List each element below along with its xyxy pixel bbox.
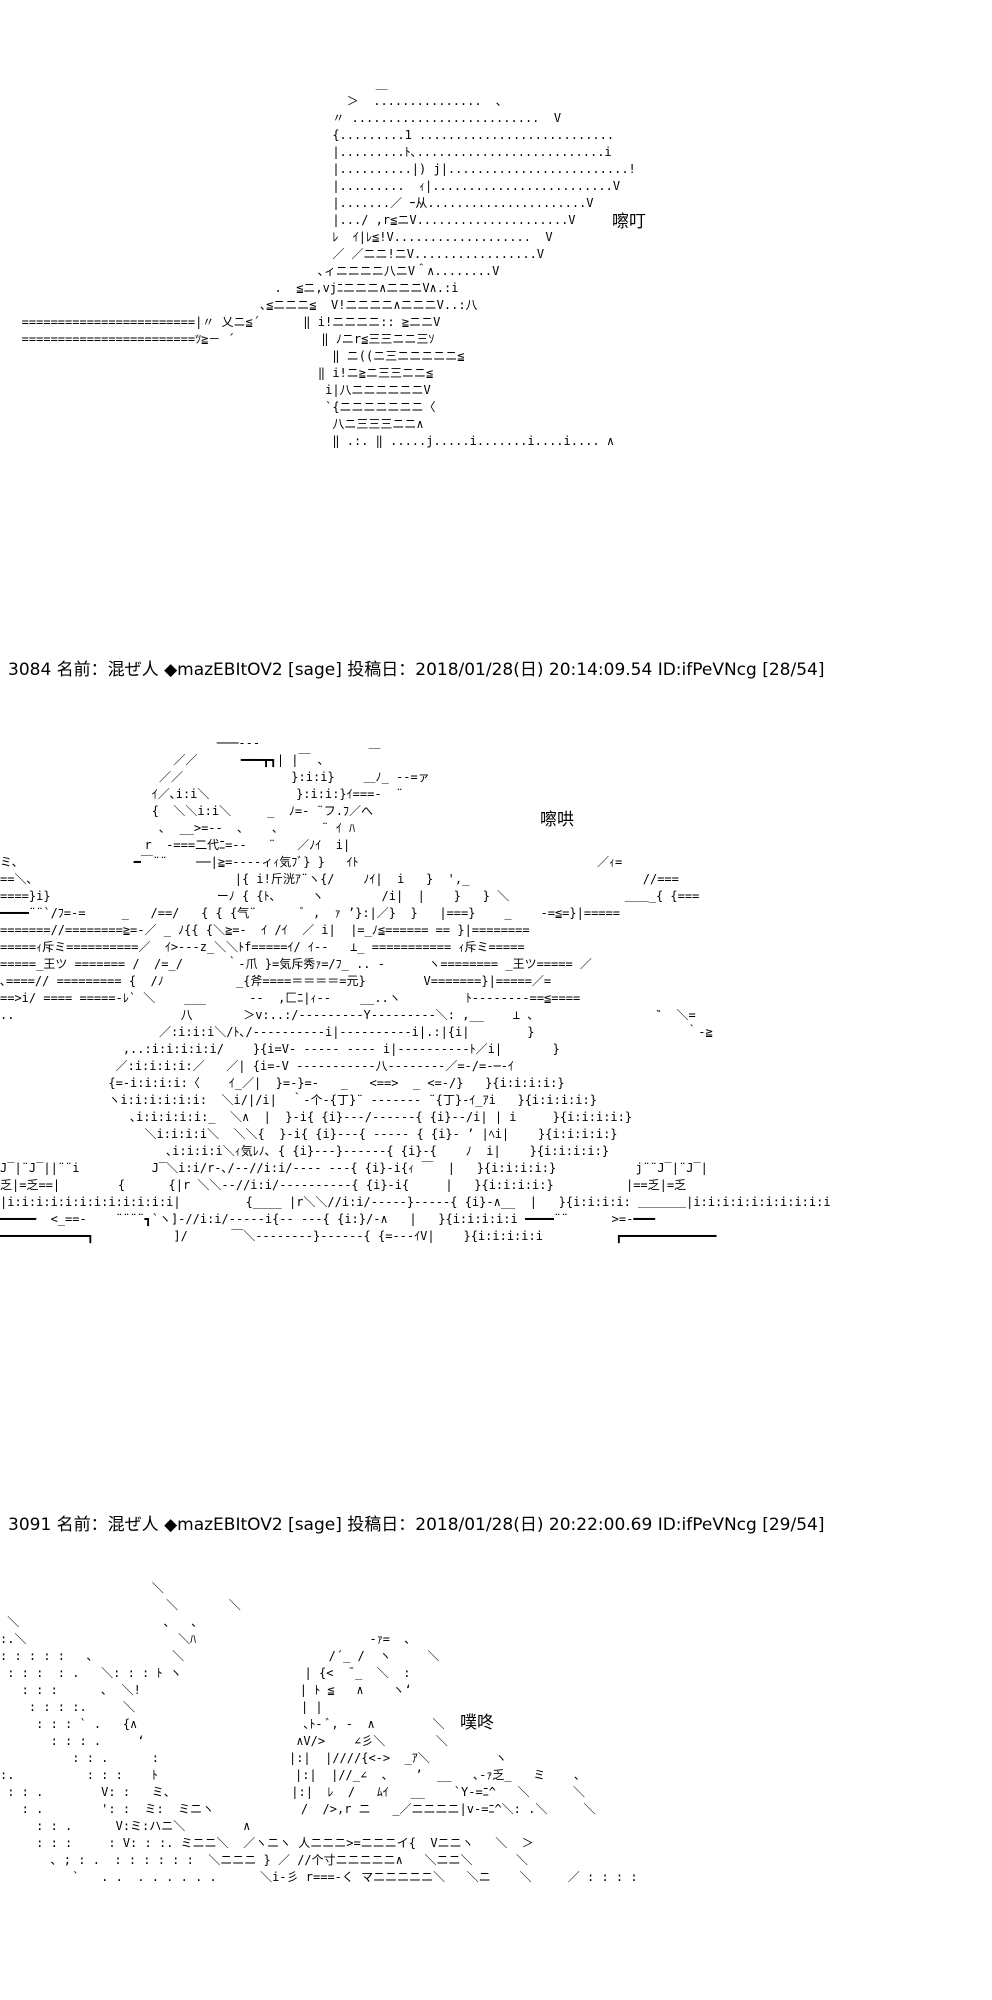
sound-effect-text: 噗咚 — [460, 1713, 494, 1733]
post-header: 3084 名前：混ぜ人 ◆mazEBItOV2 [sage] 投稿日：2018/… — [8, 660, 825, 680]
ascii-art-body: ＼ ＼ ＼ ＼ ､ ､ :.＼ ＼ﾊ ‐ｧ= ､ : : : : : ､ ＼ /… — [0, 1581, 638, 1884]
ascii-art-body: ───‐‐‐ ＿ ／／ ━━━┳┓| |￣ ､ ／／ }:i:i} ＿ﾉ_ ‐‐… — [0, 736, 831, 1243]
ascii-art-body: ＿ ＞ ............... ､ 〃 ................… — [21, 77, 636, 448]
sound-effect-text: 嚓哄 — [540, 810, 574, 830]
ascii-art-post-2: ───‐‐‐ ＿ ／／ ━━━┳┓| |￣ ､ ／／ }:i:i} ＿ﾉ_ ‐‐… — [0, 735, 992, 1485]
ascii-art-post-3: ＼ ＼ ＼ ＼ ､ ､ :.＼ ＼ﾊ ‐ｧ= ､ : : : : : ､ ＼ /… — [0, 1580, 992, 2000]
ascii-art-post-1: ＿ ＞ ............... ､ 〃 ................… — [0, 70, 992, 630]
sound-effect-text: 嚓叮 — [612, 212, 646, 232]
post-header: 3091 名前：混ぜ人 ◆mazEBItOV2 [sage] 投稿日：2018/… — [8, 1515, 825, 1535]
